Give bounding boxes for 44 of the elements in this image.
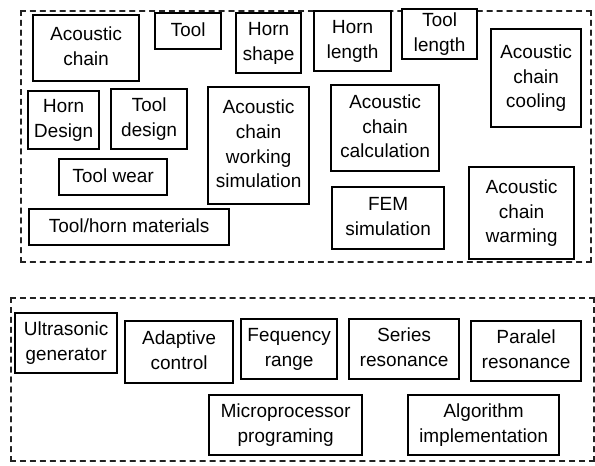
box-label: Acoustic chain — [49, 23, 123, 72]
box-label: Horn Design — [32, 95, 94, 144]
topic-box — [401, 8, 478, 60]
topic-box — [470, 320, 582, 382]
topic-box — [235, 12, 302, 74]
topic-box — [14, 312, 118, 374]
topic-box — [207, 86, 310, 205]
topic-box — [240, 318, 338, 380]
topic-box — [58, 158, 168, 196]
box-label: Microprocessor programing — [220, 400, 352, 449]
topic-box — [32, 14, 140, 82]
box-label: Tool — [170, 18, 206, 43]
topic-box — [331, 186, 445, 250]
box-label: Horn length — [326, 16, 380, 65]
topic-box — [154, 12, 222, 50]
topic-box — [110, 88, 188, 150]
topic-box — [313, 10, 392, 72]
box-label: Series resonance — [358, 324, 450, 373]
box-label: Algorithm implementation — [418, 400, 549, 449]
box-label: Ultrasonic generator — [22, 318, 110, 367]
dashed-group-frame — [10, 297, 595, 462]
box-label: Tool length — [412, 9, 466, 58]
box-label: Tool/horn materials — [48, 214, 210, 239]
box-label: Tool wear — [72, 164, 154, 189]
topic-box — [28, 208, 230, 246]
box-label: Acoustic chain warming — [484, 176, 558, 250]
topic-box — [348, 318, 460, 380]
topic-box — [27, 90, 100, 150]
topic-box — [208, 394, 363, 456]
box-label: Adaptive control — [141, 327, 217, 376]
box-label: Acoustic chain working simulation — [214, 96, 302, 194]
topic-box — [407, 394, 560, 456]
topic-box — [468, 166, 575, 260]
topic-box — [330, 84, 440, 172]
topic-box — [124, 320, 234, 384]
box-label: Fequency range — [246, 324, 332, 373]
box-label: FEM simulation — [344, 193, 432, 242]
box-label: Acoustic chain calculation — [339, 90, 431, 164]
box-label: Horn shape — [242, 18, 296, 67]
dashed-group-frame — [20, 10, 592, 263]
box-label: Tool design — [120, 94, 178, 143]
box-label: Paralel resonance — [480, 326, 572, 375]
box-label: Acoustic chain cooling — [499, 40, 573, 114]
topic-box — [490, 28, 582, 128]
